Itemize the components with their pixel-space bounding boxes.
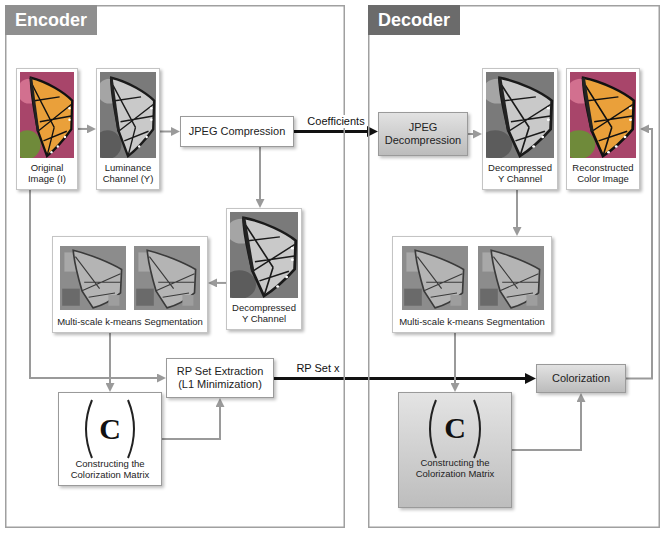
- data-transfer-arrow: [274, 377, 531, 380]
- flow-arrow: [512, 397, 581, 450]
- segmentation-thumbnail: [478, 246, 544, 310]
- process-box: Colorization: [536, 364, 626, 393]
- image-caption: Luminance Channel (Y): [100, 163, 156, 185]
- edge-label: Coefficients: [305, 115, 366, 128]
- matrix-caption: Constructing the Colorization Matrix: [63, 459, 157, 481]
- decompressed-image: [478, 72, 554, 159]
- box-label: JPEG Decompression: [384, 121, 462, 147]
- image-caption: Multi-scale k-means Segmentation: [397, 317, 547, 328]
- panel-title: Decoder: [368, 5, 460, 35]
- segmentation-thumbnail: [402, 246, 468, 310]
- matrix-card: CConstructing the Colorization Matrix: [398, 392, 512, 508]
- panel-title: Encoder: [5, 5, 97, 35]
- segmentation-card: Multi-scale k-means Segmentation: [392, 236, 552, 333]
- flow-arrow: [160, 131, 176, 133]
- image-caption: Decompressed Y Channel: [486, 163, 554, 185]
- image-card: Original Image (I): [16, 68, 78, 190]
- image-caption: Multi-scale k-means Segmentation: [57, 317, 203, 328]
- matrix-symbol: C: [402, 398, 508, 458]
- flow-arrow: [468, 133, 478, 135]
- flow-arrow: [162, 402, 220, 439]
- box-label: JPEG Compression: [186, 125, 288, 138]
- matrix-caption: Constructing the Colorization Matrix: [402, 458, 508, 480]
- matrix-background: [399, 393, 512, 508]
- reconstructed-image: [562, 72, 636, 159]
- image-card: Decompressed Y Channel: [482, 68, 558, 190]
- process-box: JPEG Decompression: [378, 112, 468, 156]
- flow-arrow: [454, 333, 456, 388]
- image-card: Reconstructed Color Image: [566, 68, 640, 190]
- edge-label: RP Set x: [294, 362, 341, 375]
- flow-arrow: [516, 190, 518, 232]
- process-box: JPEG Compression: [180, 116, 294, 147]
- matrix-symbol: C: [63, 399, 157, 459]
- segmentation-thumbnail: [134, 246, 200, 310]
- box-label: RP Set Extraction (L1 Minimization): [172, 365, 268, 391]
- data-transfer-arrow: [294, 130, 373, 133]
- image-card: Decompressed Y Channel: [226, 208, 302, 330]
- section-panel: DecoderJPEG DecompressionDecompressed Y …: [368, 5, 660, 528]
- image-caption: Original Image (I): [20, 163, 74, 185]
- image-caption: Reconstructed Color Image: [570, 163, 636, 185]
- image-card: Luminance Channel (Y): [96, 68, 160, 190]
- luminance-image: [93, 72, 156, 159]
- flow-arrow: [78, 128, 92, 130]
- flow-arrow: [212, 282, 226, 284]
- matrix-card: CConstructing the Colorization Matrix: [58, 392, 162, 486]
- segmentation-card: Multi-scale k-means Segmentation: [52, 236, 208, 333]
- section-panel: EncoderOriginal Image (I) Luminance Chann…: [5, 5, 345, 528]
- original-image: [14, 72, 74, 159]
- box-label: Colorization: [542, 372, 620, 385]
- flow-arrow: [109, 333, 111, 388]
- image-caption: Decompressed Y Channel: [230, 303, 298, 325]
- segmentation-thumbnail: [60, 246, 126, 310]
- decompressed-image: [222, 212, 298, 299]
- flow-arrow: [259, 147, 261, 204]
- process-box: RP Set Extraction (L1 Minimization): [166, 358, 274, 398]
- flow-arrow: [30, 190, 162, 378]
